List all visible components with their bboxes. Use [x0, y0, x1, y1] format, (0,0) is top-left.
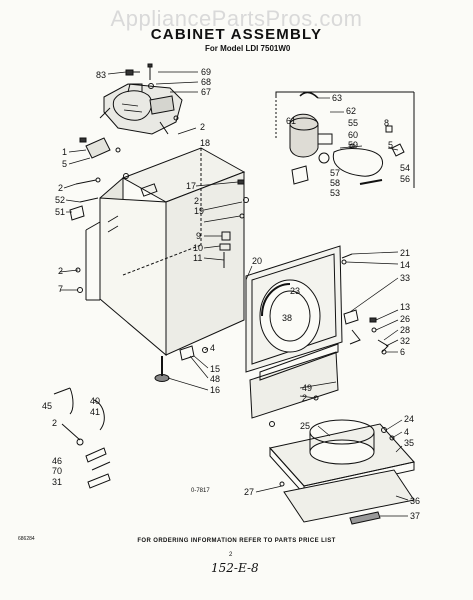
left-bracket-parts	[69, 137, 129, 221]
callout-83: 83	[96, 70, 107, 80]
leader-lines	[59, 71, 409, 517]
callout-13: 13	[400, 302, 411, 312]
callout-63: 63	[332, 93, 343, 103]
callout-28: 28	[400, 325, 411, 335]
callout-24: 24	[404, 414, 415, 424]
callout-57: 57	[330, 168, 341, 178]
callout-20: 20	[252, 256, 263, 266]
figure-code: 0-7817	[191, 488, 210, 494]
callout-23: 23	[290, 286, 301, 296]
callout-37: 37	[410, 511, 421, 521]
callout-25: 25	[300, 421, 311, 431]
callout-8-inset: 8	[384, 118, 390, 128]
callout-56: 56	[400, 174, 411, 184]
callout-32: 32	[400, 336, 411, 346]
ordering-note: FOR ORDERING INFORMATION REFER TO PARTS …	[137, 538, 336, 544]
callout-17: 17	[186, 181, 197, 191]
callout-38: 38	[282, 313, 293, 323]
drive-inset	[275, 91, 415, 188]
callout-41: 41	[90, 407, 101, 417]
callout-6: 6	[400, 347, 406, 357]
callout-59: 59	[348, 140, 359, 150]
callout-2-top: 2	[200, 122, 206, 132]
base-assembly	[269, 419, 415, 525]
callout-2-detail: 2	[52, 418, 58, 428]
latch-parts	[341, 253, 389, 355]
watermark: AppliancePartsPros.com	[110, 6, 363, 31]
toe-panel	[249, 343, 339, 427]
diagram-title: CABINET ASSEMBLY	[150, 26, 323, 43]
callout-15: 15	[210, 364, 221, 374]
callout-26: 26	[400, 314, 411, 324]
callout-55: 55	[348, 118, 359, 128]
callout-16: 16	[210, 385, 221, 395]
callout-19: 19	[194, 206, 205, 216]
callout-58: 58	[330, 178, 341, 188]
callout-9: 9	[196, 231, 202, 241]
detail-parts-lower-left	[53, 387, 111, 489]
callout-68: 68	[201, 77, 212, 87]
callout-14: 14	[400, 260, 411, 270]
callout-40: 40	[90, 396, 101, 406]
callout-51: 51	[55, 207, 66, 217]
callout-33: 33	[400, 273, 411, 283]
callout-2-low: 2	[302, 393, 308, 403]
motor-assembly	[99, 83, 183, 135]
callout-10: 10	[193, 243, 204, 253]
callout-69: 69	[201, 67, 212, 77]
callout-11: 11	[193, 253, 203, 263]
callout-4-mid: 4	[210, 343, 216, 353]
callout-4-low: 4	[404, 427, 410, 437]
callout-2-right: 2	[194, 196, 200, 206]
callout-62: 62	[346, 106, 357, 116]
callout-46: 46	[52, 456, 63, 466]
front-panel	[245, 245, 343, 373]
screw-83	[125, 69, 140, 76]
callout-5-inset: 5	[388, 140, 394, 150]
callout-45: 45	[42, 401, 53, 411]
callout-36: 36	[410, 496, 421, 506]
callout-67: 67	[201, 87, 212, 97]
callout-49: 49	[302, 383, 313, 393]
callout-7: 7	[58, 284, 64, 294]
callout-48: 48	[210, 374, 221, 384]
handwritten-doc-code: 152-E-8	[211, 561, 259, 575]
callout-52: 52	[55, 195, 66, 205]
callout-18: 18	[200, 138, 211, 148]
callout-70: 70	[52, 466, 63, 476]
callout-27: 27	[244, 487, 255, 497]
callout-53: 53	[330, 188, 341, 198]
side-code: 686284	[18, 536, 35, 542]
callout-2-mid: 2	[58, 266, 64, 276]
model-subtitle: For Model LDI 7501W0	[205, 44, 291, 53]
callout-54: 54	[400, 163, 411, 173]
callout-31: 31	[52, 477, 63, 487]
callout-21: 21	[400, 248, 411, 258]
page-number: 2	[229, 552, 233, 558]
callout-61: 61	[286, 116, 297, 126]
callout-2-left: 2	[58, 183, 64, 193]
cabinet-body	[85, 147, 246, 357]
callout-60: 60	[348, 130, 359, 140]
callout-35: 35	[404, 438, 415, 448]
callout-5-left: 5	[62, 159, 68, 169]
callout-1: 1	[62, 147, 68, 157]
screws-69-68	[147, 63, 154, 89]
